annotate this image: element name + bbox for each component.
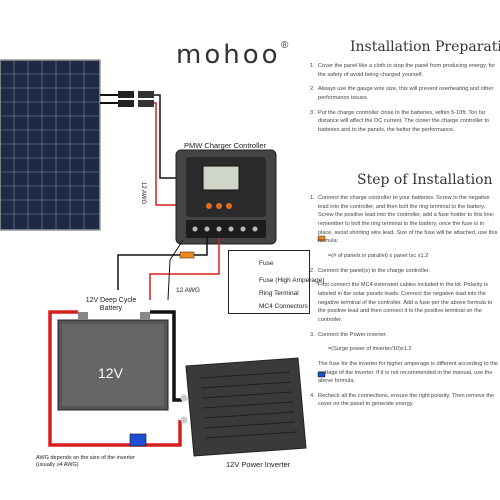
- prep-step: 1.Cover the panel like a cloth to stop t…: [310, 63, 496, 78]
- battery-inverter-wires: [48, 310, 182, 447]
- install-formula: =(Surge power of inverter/10)x1.2: [328, 346, 412, 353]
- awg-horizontal-label: 12 AWG: [176, 287, 200, 294]
- fuse-controller-line: [179, 251, 195, 259]
- fuse-formula-swatch: [317, 235, 326, 242]
- controller-label: PMW Charger Controller: [184, 141, 267, 150]
- prep-step: 3.Put the charge controller close to the…: [310, 109, 490, 133]
- battery-face-label: 12V: [98, 365, 123, 381]
- brand-logo: mohoo: [176, 40, 281, 70]
- install-step: 3.Connect the Power inverter.: [310, 331, 388, 338]
- install-note: The fuse for the inverter for higher amp…: [318, 360, 498, 385]
- controller-battery-wires: [117, 238, 220, 301]
- install-formula: =(# of panels in parallel) x panel Isc x…: [328, 252, 429, 259]
- install-title: Step of Installation: [357, 172, 493, 188]
- legend-fuse-high: Fuse (High Amperage): [259, 277, 325, 284]
- install-steps: 1.Connect the charge controller to your …: [310, 194, 498, 415]
- solar-panel: [0, 59, 101, 231]
- brand-registered-mark: ®: [281, 40, 289, 51]
- legend-fuse: Fuse: [259, 260, 274, 267]
- legend: Fuse Fuse (High Amperage) Ring Terminal …: [228, 250, 324, 314]
- awg-note-label: AWG depends on the size of the inverter …: [36, 455, 135, 468]
- install-step: 4.Recheck all the connections, ensure th…: [310, 392, 495, 408]
- fuse-high-formula-swatch: [317, 371, 326, 378]
- preparation-steps: 1.Cover the panel like a cloth to stop t…: [310, 62, 498, 141]
- power-inverter: [180, 357, 307, 457]
- prep-step: 2.Always use the gauge wire size, this w…: [310, 86, 494, 101]
- preparation-title: Installation Preparation: [350, 39, 500, 55]
- fuse-inverter-line: [129, 433, 147, 447]
- awg-vertical-label: 12 AWG: [140, 182, 146, 205]
- inverter-label: 12V Power Inverter: [226, 460, 291, 469]
- install-step: 1.Connect the charge controller to your …: [310, 195, 498, 245]
- install-note: First connect the MC4 extension cables i…: [318, 282, 493, 323]
- install-step: 2.Connect the panel(s) to the charge con…: [310, 267, 430, 274]
- legend-mc4: MC4 Connectors: [259, 303, 308, 310]
- legend-ring-terminal: Ring Terminal: [259, 290, 299, 297]
- battery-label: 12V Deep Cycle Battery: [85, 297, 137, 313]
- charge-controller: [175, 149, 277, 245]
- battery: [57, 312, 169, 411]
